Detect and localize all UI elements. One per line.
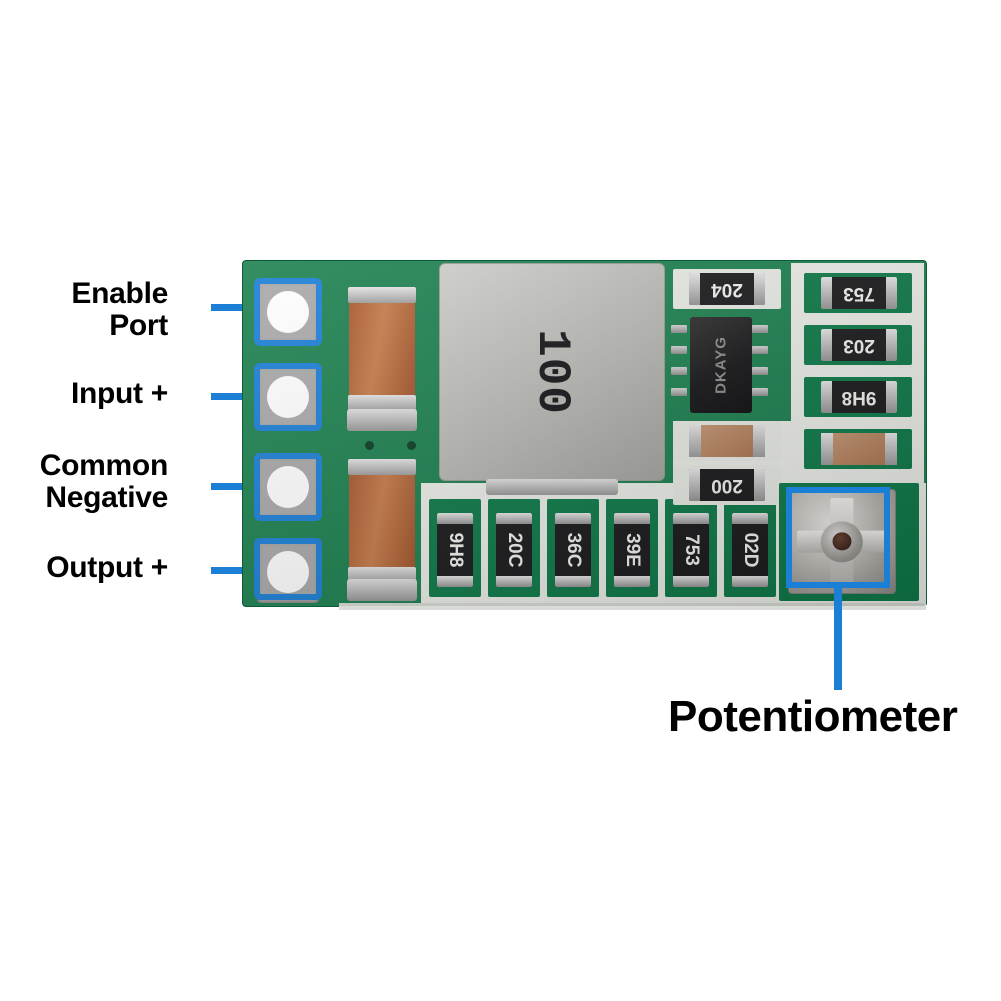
output-mlcc-capacitor	[348, 459, 416, 583]
resistor-204: 204	[689, 273, 765, 305]
resistor-cap	[673, 576, 709, 587]
resistor-code: 203	[843, 335, 875, 356]
resistor-code: 36C	[563, 532, 584, 568]
callout-label-enable-port: Enable Port	[71, 277, 168, 342]
resistor-753-right: 753	[821, 277, 897, 309]
resistor-cap	[886, 329, 897, 361]
resistor-cap	[886, 381, 897, 413]
buck-converter-ic: DKAYG	[690, 317, 752, 413]
resistor-39e: 39E	[614, 513, 650, 587]
resistor-cap	[821, 381, 832, 413]
ic-pin	[752, 367, 768, 375]
capacitor-terminal	[821, 433, 833, 465]
capacitor-terminal	[689, 425, 701, 457]
power-inductor: 100	[439, 263, 665, 481]
ic-pin	[752, 325, 768, 333]
input-positive-pad[interactable]	[257, 366, 319, 428]
callout-label-input-positive: Input +	[70, 377, 168, 410]
resistor-cap	[886, 277, 897, 309]
capacitor-terminal	[753, 425, 765, 457]
resistor-code: 753	[843, 283, 875, 304]
smd-cap-mid	[689, 425, 765, 457]
board-bottom-edge	[339, 603, 926, 610]
resistor-36c: 36C	[555, 513, 591, 587]
via	[365, 441, 374, 450]
resistor-9h8-bottom: 9H8	[437, 513, 473, 587]
callout-line-enable-port	[211, 304, 258, 311]
callout-line-output-positive	[211, 567, 258, 574]
resistor-code: 20C	[504, 532, 525, 568]
resistor-cap	[732, 576, 768, 587]
capacitor-terminal	[885, 433, 897, 465]
trimpot-center-dot	[832, 532, 852, 551]
resistor-cap	[437, 513, 473, 524]
resistor-cap	[555, 576, 591, 587]
solder-joint	[347, 409, 417, 431]
inductor-marking: 100	[526, 329, 578, 415]
trimpot[interactable]	[788, 489, 896, 594]
resistor-cap	[821, 277, 832, 309]
ic-pin	[671, 346, 687, 354]
resistor-02d: 02D	[732, 513, 768, 587]
ic-pin	[671, 388, 687, 396]
resistor-cap	[496, 513, 532, 524]
resistor-cap	[673, 513, 709, 524]
callout-label-output-positive: Output +	[46, 551, 168, 584]
resistor-cap	[555, 513, 591, 524]
resistor-cap	[754, 273, 765, 305]
resistor-cap	[689, 469, 700, 501]
resistor-200: 200	[689, 469, 765, 501]
resistor-cap	[689, 273, 700, 305]
resistor-20c: 20C	[496, 513, 532, 587]
trimpot-hub	[820, 520, 864, 563]
capacitor-terminal	[348, 395, 416, 411]
resistor-code: 39E	[622, 533, 643, 567]
resistor-cap	[496, 576, 532, 587]
resistor-code: 204	[711, 279, 743, 300]
capacitor-terminal	[348, 287, 416, 303]
pcb-board: 100 204 DKAYG 200	[243, 261, 926, 610]
resistor-753-bottom: 753	[673, 513, 709, 587]
resistor-cap	[732, 513, 768, 524]
callout-label-potentiometer: Potentiometer	[668, 692, 958, 741]
capacitor-terminal	[348, 459, 416, 475]
callout-label-common-negative: Common Negative	[39, 449, 169, 514]
ic-pin	[752, 388, 768, 396]
resistor-code: 9H8	[841, 387, 877, 408]
callout-line-common-negative	[211, 483, 258, 490]
inductor-solder-tab	[486, 479, 618, 495]
resistor-cap	[437, 576, 473, 587]
resistor-code: 200	[711, 475, 743, 496]
via	[407, 441, 416, 450]
ic-pin	[671, 367, 687, 375]
resistor-cap	[754, 469, 765, 501]
input-mlcc-capacitor	[348, 287, 416, 411]
solder-joint	[347, 579, 417, 601]
resistor-code: 9H8	[445, 532, 466, 568]
resistor-9h8-right: 9H8	[821, 381, 897, 413]
resistor-code: 753	[681, 534, 702, 566]
enable-port-pad[interactable]	[257, 281, 319, 343]
potentiometer-leader-line	[834, 588, 842, 690]
resistor-cap	[614, 576, 650, 587]
resistor-cap	[821, 329, 832, 361]
ic-pin	[752, 346, 768, 354]
output-positive-pad[interactable]	[257, 541, 319, 603]
ic-pin	[671, 325, 687, 333]
ic-marking: DKAYG	[712, 336, 730, 394]
callout-line-input-positive	[211, 393, 258, 400]
resistor-cap	[614, 513, 650, 524]
resistor-code: 02D	[740, 532, 761, 568]
smd-cap-right	[821, 433, 897, 465]
resistor-203: 203	[821, 329, 897, 361]
common-negative-pad[interactable]	[257, 456, 319, 518]
